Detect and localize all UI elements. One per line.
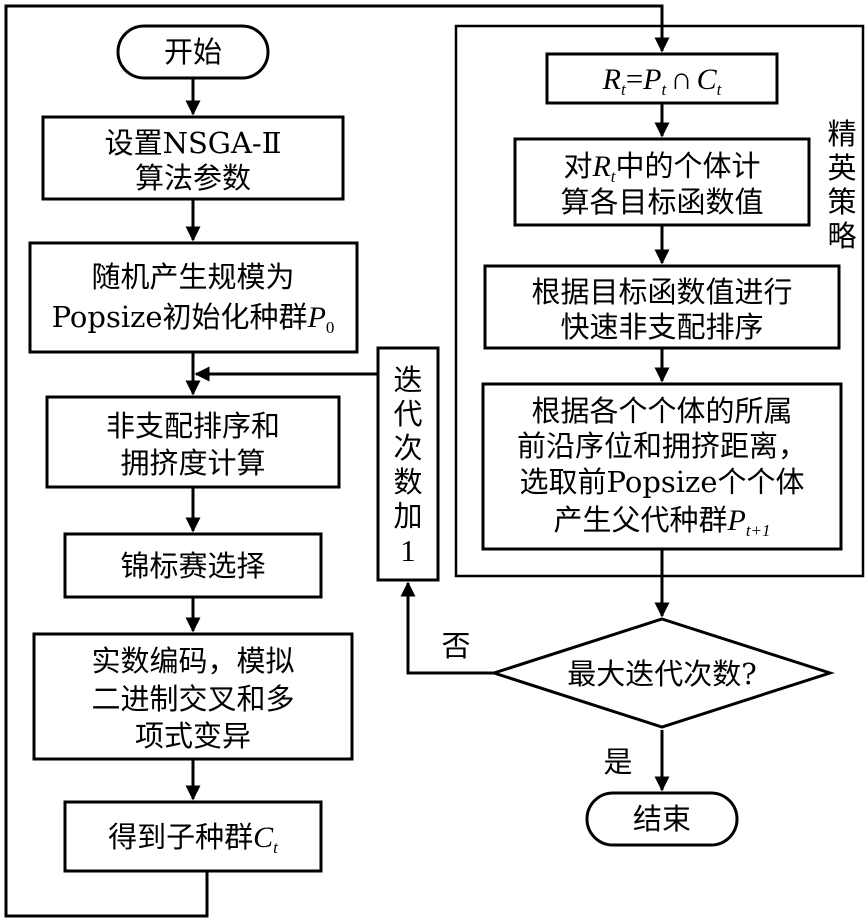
init-node: 随机产生规模为 Popsize初始化种群P0 (28, 241, 359, 354)
eval-var: R (591, 150, 610, 183)
fnds-node: 根据目标函数值进行 快速非支配排序 (483, 264, 841, 350)
merge-C: C (697, 63, 718, 96)
params-line-1: 设置NSGA-Ⅱ (105, 126, 282, 160)
iter-char-4: 数 (393, 465, 422, 499)
merge-label: Rt=Pt∩Ct (602, 61, 723, 99)
select-line-4-sub: t+1 (746, 521, 771, 540)
merge-box (545, 52, 779, 105)
encode-node: 实数编码，模拟 二进制交叉和多 项式变异 (32, 632, 354, 761)
elite-strategy-frame (454, 24, 865, 578)
iter-counter-node: 迭 代 次 数 加 1 (376, 346, 440, 582)
offspring-sub: t (273, 838, 279, 857)
encode-line-1: 实数编码，模拟 (91, 644, 294, 678)
arrow-decision-to-iter (400, 581, 494, 675)
nds-node: 非支配排序和 拥挤度计算 (45, 395, 341, 489)
label-no: 否 (441, 629, 470, 663)
start-label: 开始 (164, 35, 222, 69)
params-box (41, 115, 345, 201)
fnds-box (483, 264, 841, 350)
fnds-line-1: 根据目标函数值进行 (531, 275, 792, 309)
tournament-box (63, 532, 323, 599)
arrow-offspring-to-merge (4, 4, 670, 918)
elite-strategy-label: 精 英 策 略 (827, 117, 856, 253)
iter-char-1: 迭 (393, 363, 422, 397)
offspring-node: 得到子种群Ct (63, 800, 323, 873)
merge-R-sub: t (621, 80, 627, 99)
fnds-line-2: 快速非支配排序 (560, 310, 763, 344)
init-box (28, 241, 359, 354)
eval-node: 对Rt中的个体计 算各目标函数值 (513, 137, 811, 227)
eval-line-1: 对Rt中的个体计 (563, 149, 760, 186)
select-line-4-word: 产生父代种群 (553, 503, 727, 537)
encode-line-3: 项式变异 (135, 719, 251, 753)
merge-P: P (642, 63, 661, 96)
connectors (4, 4, 670, 918)
start-shape (116, 24, 270, 80)
init-line-2-var: P (307, 301, 326, 334)
end-shape (585, 791, 739, 847)
init-line-2-word: Popsize初始化种群 (52, 300, 308, 334)
merge-P-sub: t (662, 80, 668, 99)
eval-pre: 对 (563, 149, 592, 183)
merge-cap: ∩ (670, 61, 692, 96)
iter-char-5: 加 (393, 499, 422, 533)
nds-box (45, 395, 341, 489)
end-node: 结束 (585, 791, 739, 847)
merge-node: Rt=Pt∩Ct (545, 52, 779, 105)
params-node: 设置NSGA-Ⅱ 算法参数 (41, 115, 345, 201)
select-line-2: 前沿序位和拥挤距离， (517, 429, 807, 463)
label-yes: 是 (603, 745, 632, 779)
decision-diamond (489, 617, 835, 729)
decision-node: 最大迭代次数? (489, 617, 835, 729)
elite-char-4: 略 (827, 219, 856, 253)
nds-line-1: 非支配排序和 (106, 409, 280, 443)
iter-char-6: 1 (400, 533, 416, 568)
select-line-1: 根据各个个体的所属 (531, 394, 792, 428)
eval-box (513, 137, 811, 227)
params-line-2: 算法参数 (135, 161, 251, 195)
elite-char-2: 英 (827, 151, 856, 185)
tournament-label: 锦标赛选择 (120, 549, 265, 583)
init-line-2-sub: 0 (326, 318, 335, 337)
start-node: 开始 (116, 24, 270, 80)
offspring-box (63, 800, 323, 873)
nds-line-2: 拥挤度计算 (120, 446, 265, 480)
decision-label: 最大迭代次数? (567, 657, 757, 691)
eval-sub: t (611, 167, 617, 186)
encode-line-2: 二进制交叉和多 (91, 682, 294, 716)
tournament-node: 锦标赛选择 (63, 532, 323, 599)
end-label: 结束 (633, 802, 691, 836)
elite-char-1: 精 (827, 117, 856, 151)
eval-post: 中的个体计 (616, 149, 761, 183)
elite-char-3: 策 (827, 185, 856, 219)
iter-char-3: 次 (393, 431, 422, 465)
offspring-var: C (253, 821, 274, 854)
select-box (481, 382, 843, 551)
merge-R: R (602, 63, 621, 96)
merge-C-sub: t (717, 80, 723, 99)
init-line-1: 随机产生规模为 (91, 260, 294, 294)
iter-char-2: 代 (393, 397, 422, 431)
iter-counter-box (376, 346, 440, 582)
offspring-label: 得到子种群Ct (108, 820, 279, 857)
encode-box (32, 632, 354, 761)
select-line-3: 选取前Popsize个个体 (520, 465, 805, 499)
offspring-word: 得到子种群 (108, 820, 253, 854)
select-node: 根据各个个体的所属 前沿序位和拥挤距离， 选取前Popsize个个体 产生父代种… (481, 382, 843, 551)
eval-line-2: 算各目标函数值 (560, 185, 763, 219)
select-line-4: 产生父代种群Pt+1 (553, 503, 770, 540)
select-line-4-var: P (726, 504, 745, 537)
merge-eq: = (626, 61, 643, 96)
init-line-2: Popsize初始化种群P0 (52, 300, 335, 337)
